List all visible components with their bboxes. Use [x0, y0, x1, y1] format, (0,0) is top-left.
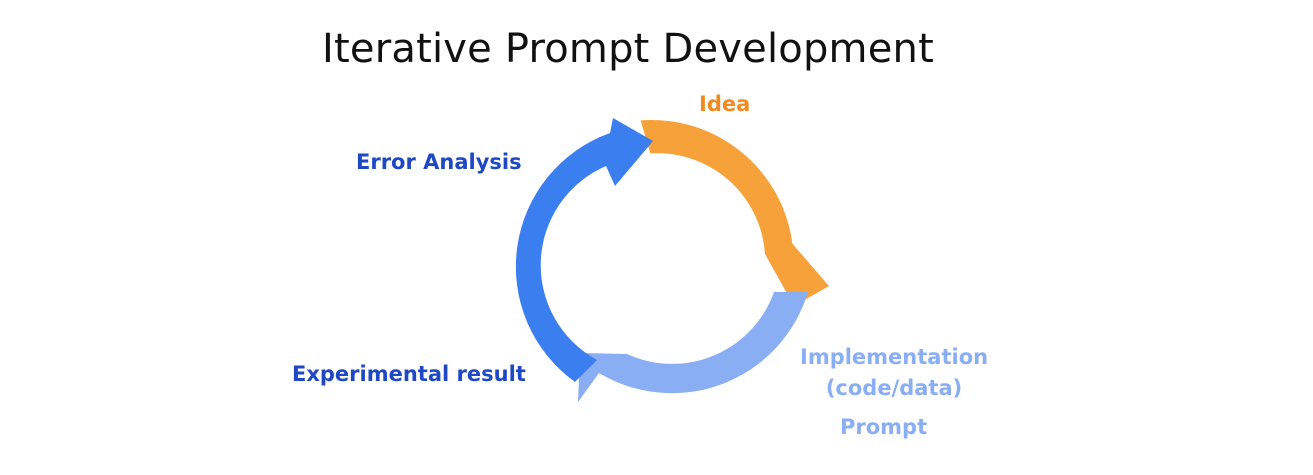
- page-title: Iterative Prompt Development: [322, 26, 934, 72]
- stage-idea-label: Idea: [699, 92, 751, 116]
- idea-arrow: [640, 119, 829, 306]
- stage-experimental-result-label: Experimental result: [292, 362, 526, 386]
- error-analysis-arrow: [515, 118, 653, 382]
- implementation-arrow: [578, 292, 808, 402]
- implementation-line2: (code/data): [825, 376, 963, 400]
- stage-prompt-label: Prompt: [840, 415, 928, 439]
- stage-error-analysis-label: Error Analysis: [356, 150, 522, 174]
- implementation-line1: Implementation: [800, 345, 989, 369]
- stage-implementation-label: Implementation (code/data): [800, 342, 988, 404]
